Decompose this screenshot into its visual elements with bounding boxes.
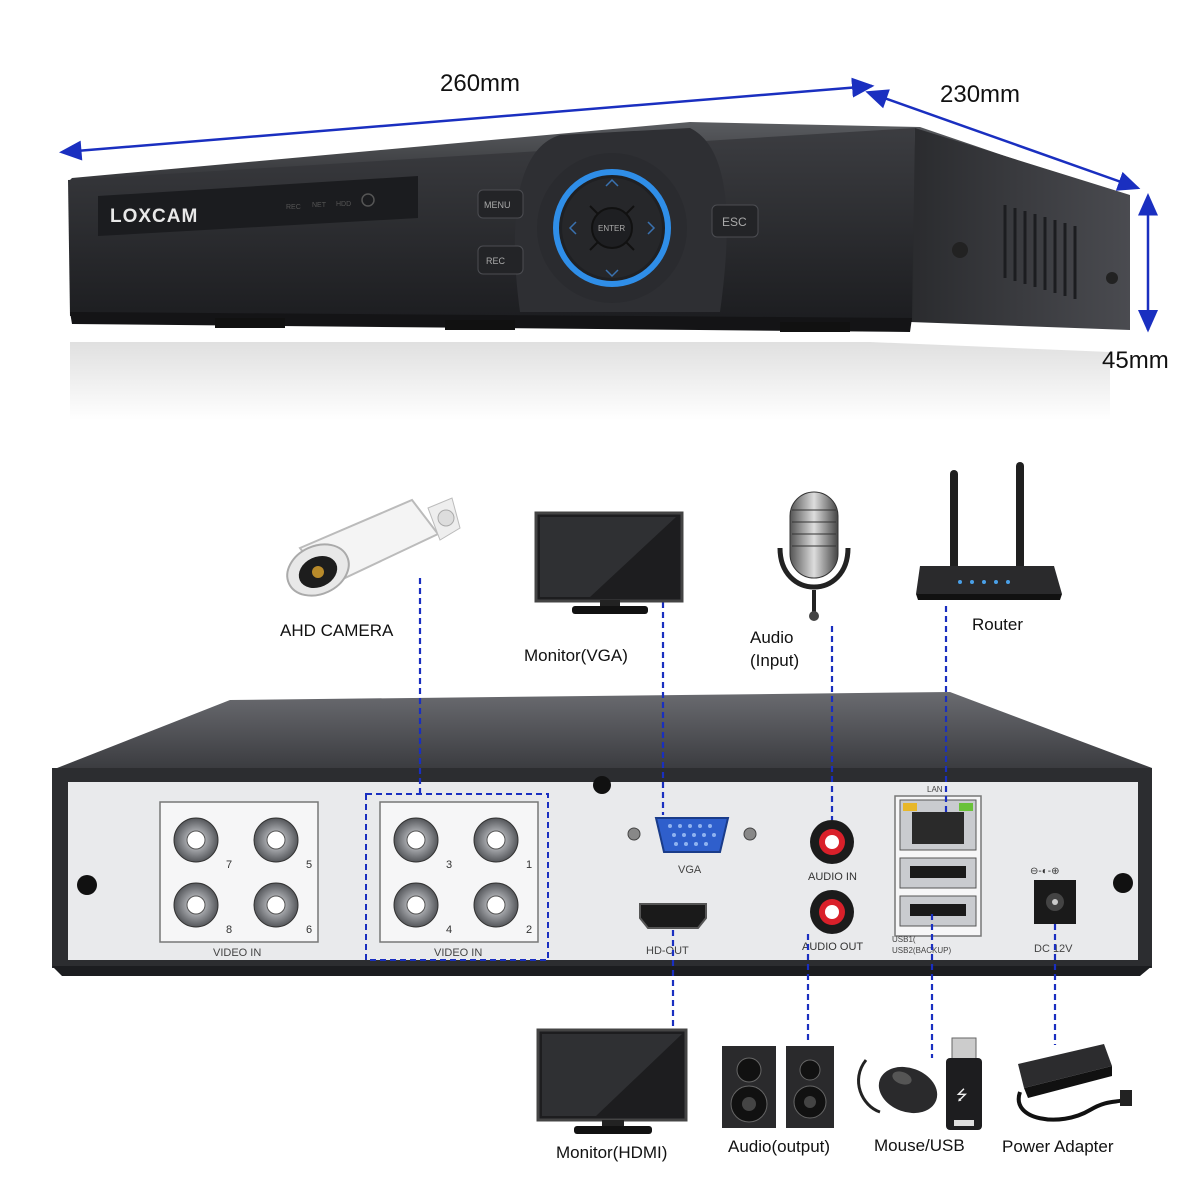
svg-text:HDD: HDD (336, 201, 351, 208)
enter-button (591, 207, 633, 249)
dvr-rear-top (52, 692, 1152, 770)
menu-button (477, 189, 524, 219)
svg-text:REC: REC (486, 256, 506, 266)
svg-text:LAN: LAN (927, 785, 943, 794)
dvr-side-panel (910, 128, 1130, 330)
monitor-vga-icon (534, 511, 684, 614)
depth-dimension-arrow (865, 89, 1141, 191)
audio-input-label: Audio (Input) (750, 627, 799, 673)
brand-logo: LOXCAM (110, 206, 198, 227)
audio-in-label: AUDIO IN (808, 871, 857, 883)
depth-label: 230mm (940, 81, 1021, 108)
microphone-icon (777, 491, 851, 621)
mouse-icon (857, 1059, 938, 1114)
hd-out-label: HD-OUT (646, 945, 689, 957)
svg-text:ESC: ESC (722, 215, 747, 229)
highlight-video-in-box (365, 793, 549, 961)
bnc-connectors-right (393, 817, 519, 928)
svg-text:MENU: MENU (484, 200, 511, 210)
svg-text:4: 4 (446, 924, 452, 936)
svg-text:8: 8 (226, 924, 232, 936)
video-in-left-label: VIDEO IN (213, 947, 261, 959)
svg-text:7: 7 (226, 859, 232, 871)
bnc-connectors-left (173, 817, 299, 928)
router-icon (916, 462, 1062, 600)
monitor-vga-label: Monitor(VGA) (524, 646, 628, 665)
rear-wiring-diagram: 7 5 8 6 VIDEO IN 3 1 4 2 VIDEO IN VGA HD… (52, 462, 1152, 1134)
video-in-right-label: VIDEO IN (434, 947, 482, 959)
audio-input-label-line1: Audio (750, 628, 794, 647)
hdmi-port (639, 903, 707, 929)
width-label: 260mm (440, 70, 521, 97)
rec-button (477, 245, 524, 275)
svg-text:6: 6 (306, 924, 312, 936)
speakers-icon (722, 1046, 834, 1128)
svg-text:⊖-◐-⊕: ⊖-◐-⊕ (1030, 866, 1059, 877)
svg-text:NET: NET (312, 202, 327, 209)
router-label: Router (972, 615, 1024, 634)
svg-text:USB1(: USB1( (892, 935, 916, 944)
svg-text:5: 5 (306, 859, 312, 871)
monitor-hdmi-icon (536, 1028, 688, 1134)
power-adapter-icon (1016, 1044, 1132, 1122)
svg-text:1: 1 (526, 859, 532, 871)
camera-icon (286, 497, 461, 597)
front-view-diagram: LOXCAM REC NET HDD MENU REC ENTER ESC (59, 77, 1158, 420)
audio-input-label-line2: (Input) (750, 650, 800, 670)
esc-button (711, 204, 759, 238)
usb-drive-icon: ⭍ (946, 1037, 982, 1130)
svg-text:2: 2 (526, 924, 532, 936)
camera-label: AHD CAMERA (280, 621, 394, 640)
audio-output-label: Audio(output) (728, 1137, 831, 1156)
audio-out-label: AUDIO OUT (802, 941, 863, 953)
monitor-hdmi-label: Monitor(HDMI) (556, 1143, 668, 1162)
height-label: 45mm (1102, 347, 1169, 374)
svg-text:REC: REC (286, 204, 301, 211)
power-adapter-label: Power Adapter (1002, 1137, 1114, 1156)
mouse-usb-label: Mouse/USB (874, 1136, 965, 1155)
svg-text:⭍: ⭍ (956, 1087, 968, 1103)
dc-label: DC 12V (1034, 943, 1073, 955)
svg-text:USB2(BACKUP): USB2(BACKUP) (892, 946, 951, 955)
svg-text:ENTER: ENTER (598, 224, 625, 233)
vga-label: VGA (678, 864, 702, 876)
width-dimension-arrow (59, 77, 875, 161)
svg-text:3: 3 (446, 859, 452, 871)
